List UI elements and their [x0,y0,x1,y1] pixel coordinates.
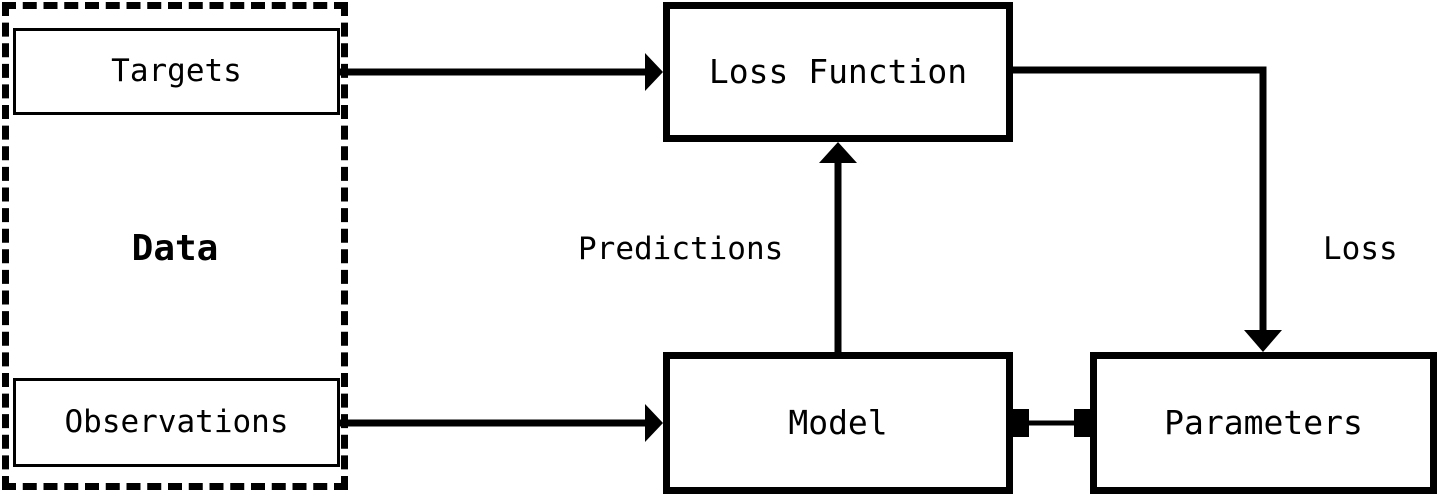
node-loss-function-label: Loss Function [708,51,968,91]
node-observations-label: Observations [64,404,289,441]
node-parameters[interactable]: Parameters [1090,352,1437,494]
edge-label-predictions: Predictions [578,231,784,267]
node-model[interactable]: Model [663,352,1013,494]
node-loss-function[interactable]: Loss Function [663,2,1013,142]
edge-model-to-loss-function [819,142,857,352]
node-targets[interactable]: Targets [13,28,340,115]
edge-label-loss: Loss [1323,231,1398,267]
edge-loss-function-to-parameters [1009,66,1282,352]
edge-targets-to-loss-function [340,53,663,91]
data-group-label: Data [131,228,219,269]
edge-observations-to-model [340,404,663,442]
node-targets-label: Targets [111,53,242,90]
node-observations[interactable]: Observations [13,378,340,467]
node-model-label: Model [788,402,888,442]
edge-parameters-to-model [1007,409,1096,437]
data-group-box [2,2,348,490]
node-parameters-label: Parameters [1164,402,1363,442]
